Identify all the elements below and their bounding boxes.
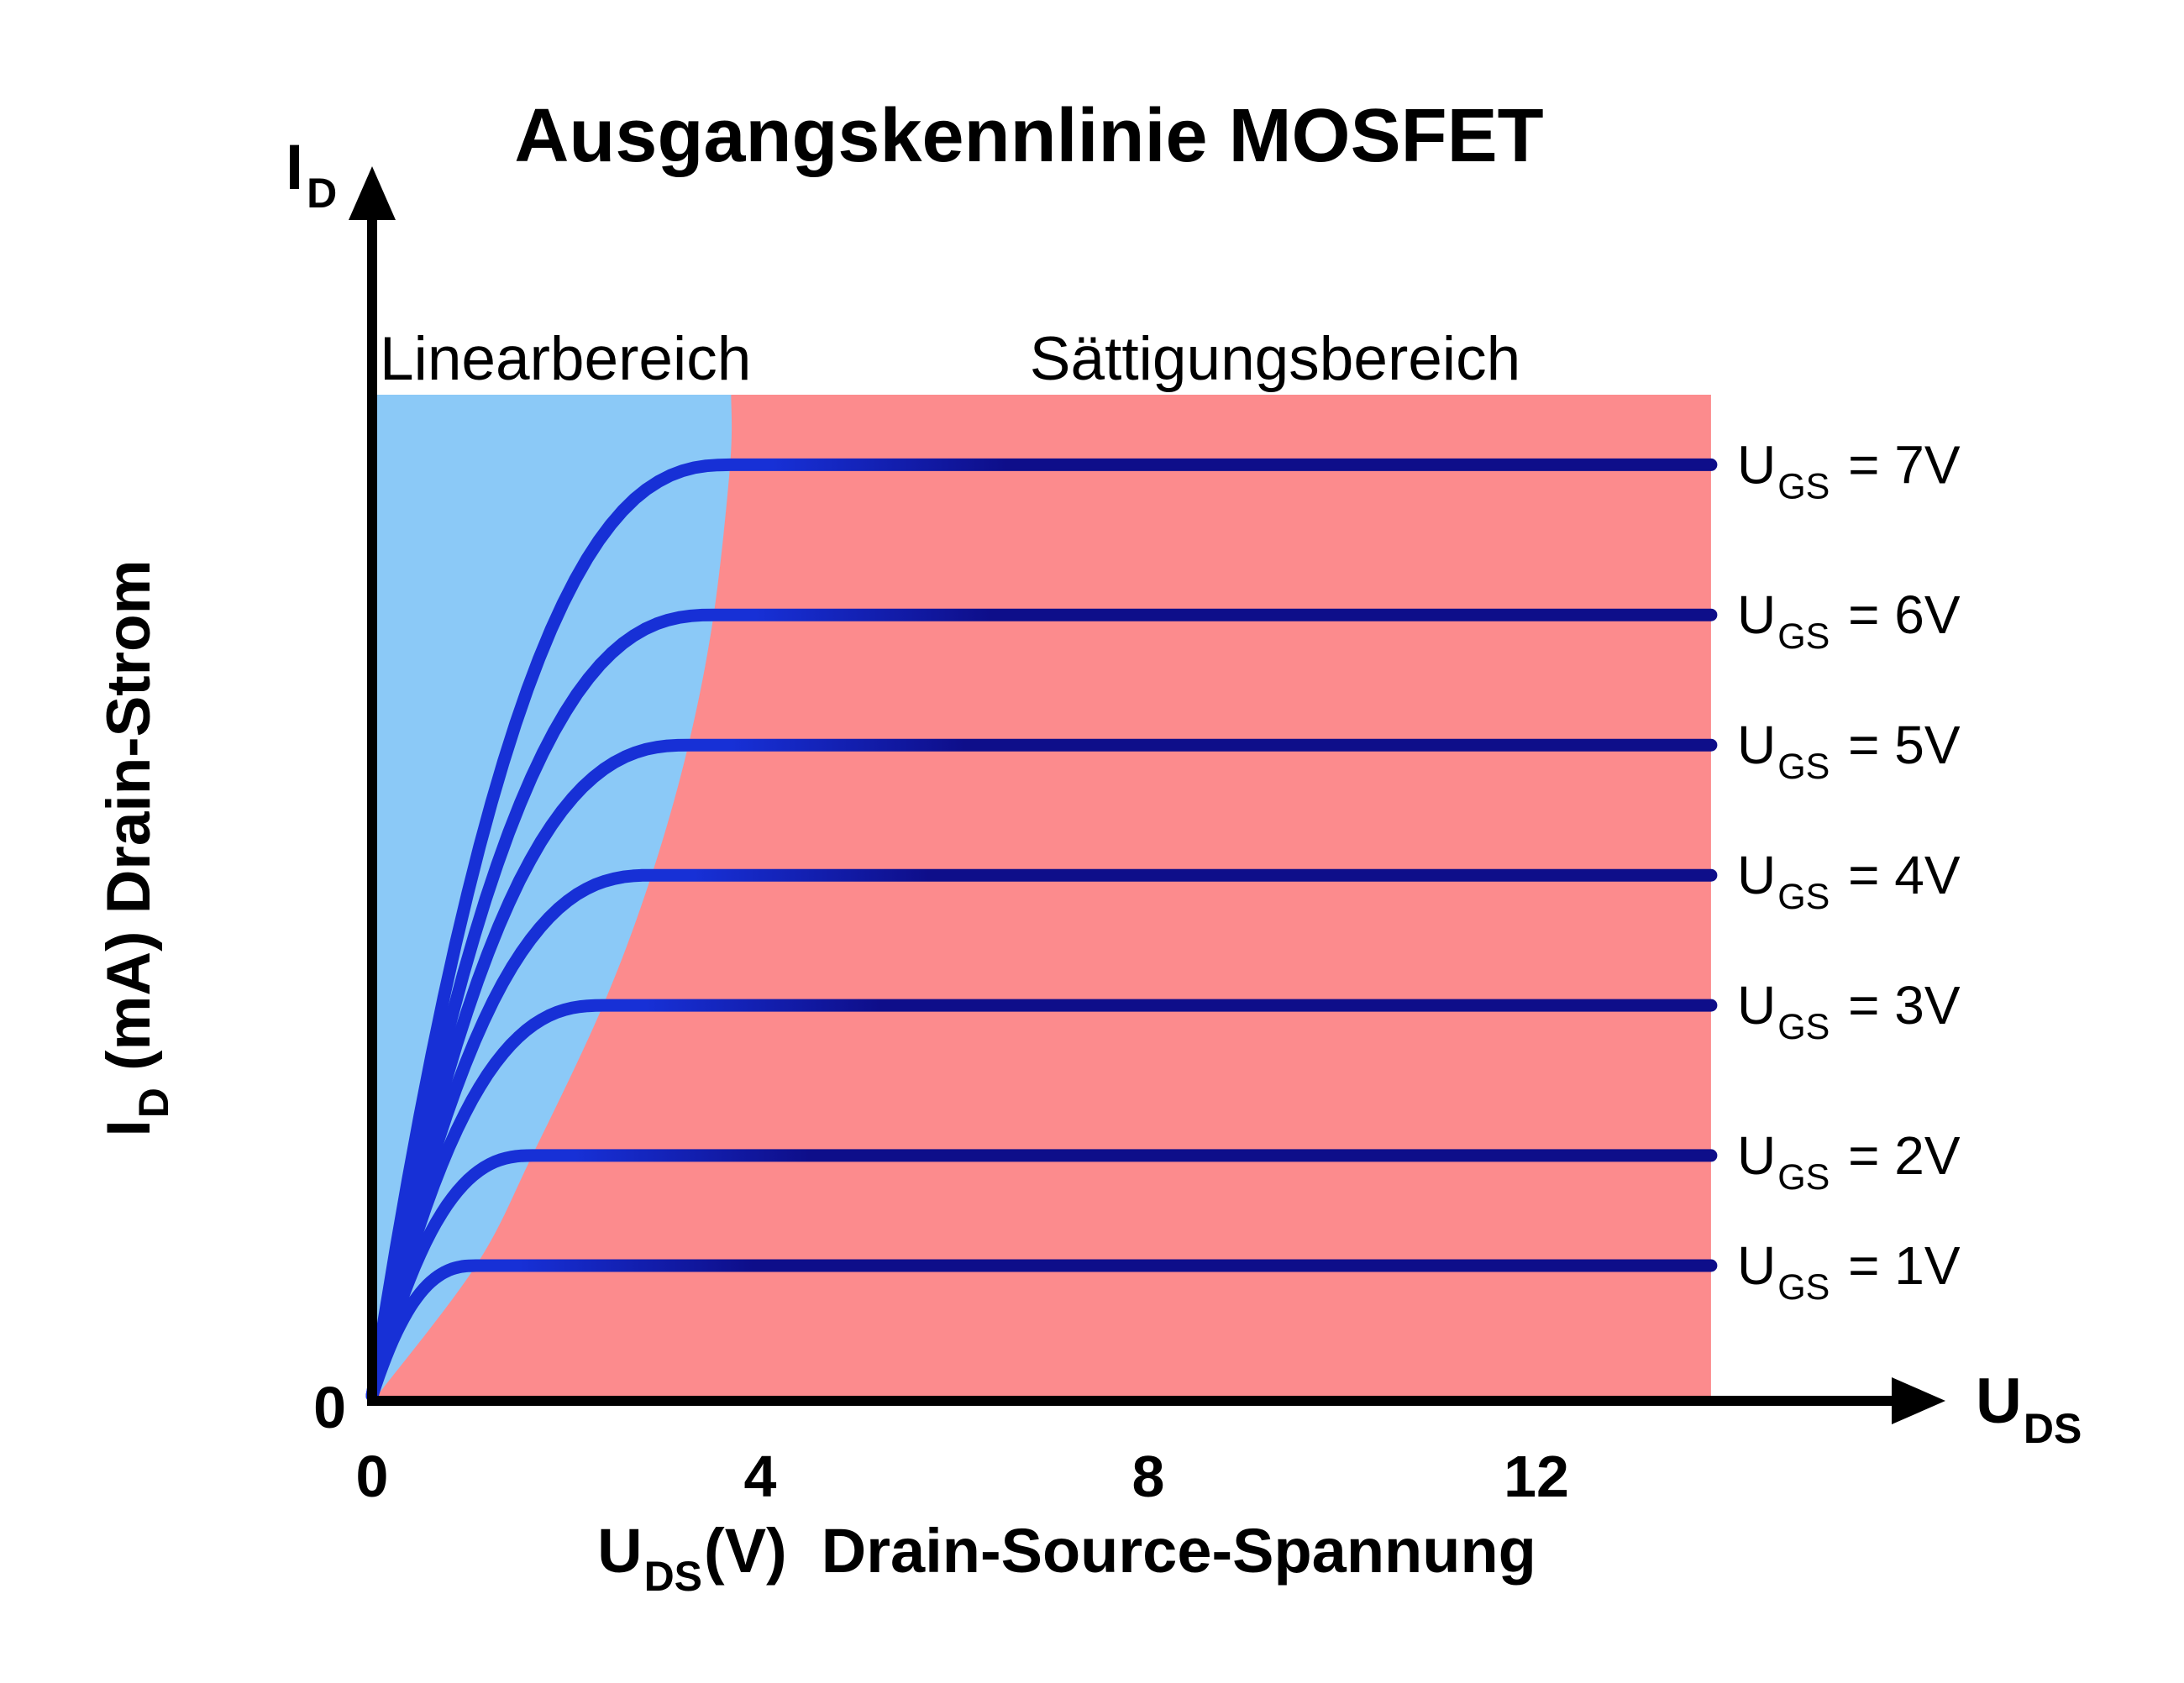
- y-origin-label: 0: [313, 1375, 346, 1440]
- x-tick-labels: 0 4 8 12: [356, 1444, 1569, 1509]
- y-axis-title-main: I: [95, 1119, 163, 1136]
- curve-label-main: U: [1737, 845, 1776, 905]
- curve-ugs-7v: [365, 458, 1718, 1402]
- curve-label-main: U: [1737, 1125, 1776, 1186]
- curve-label-sub: GS: [1777, 747, 1830, 787]
- y-axis-arrowhead: [349, 166, 396, 220]
- x-axis-title: UDS(V) Drain-Source-Spannung: [597, 1516, 1536, 1600]
- x-axis-title-sub: DS: [644, 1553, 702, 1600]
- x-axis-title-rest: (V) Drain-Source-Spannung: [704, 1516, 1536, 1586]
- curve-ugs-1v: [365, 1259, 1718, 1402]
- curve-label-sub: GS: [1777, 466, 1830, 506]
- curve-label-ugs-2v: UGS = 2V: [1737, 1125, 1961, 1198]
- x-axis-line: [367, 1396, 1897, 1406]
- curve-ugs-2v: [365, 1149, 1718, 1402]
- y-axis-line: [367, 210, 377, 1406]
- curve-ugs-3v: [365, 999, 1718, 1402]
- linear-region-label: Linearbereich: [380, 325, 751, 393]
- curve-label-ugs-7v: UGS = 7V: [1737, 434, 1961, 506]
- curve-label-sub: GS: [1777, 1157, 1830, 1198]
- curve-label-value: = 2V: [1833, 1125, 1961, 1186]
- y-axis-title: ID (mA) Drain-Strom: [95, 559, 177, 1136]
- curve-label-ugs-6v: UGS = 6V: [1737, 585, 1961, 657]
- curve-label-ugs-4v: UGS = 4V: [1737, 845, 1961, 917]
- curve-label-value: = 5V: [1833, 715, 1961, 775]
- curve-label-main: U: [1737, 975, 1776, 1035]
- y-axis-symbol: ID: [286, 132, 337, 217]
- linear-region-fill: [372, 395, 732, 1396]
- x-axis-symbol: UDS: [1976, 1366, 2082, 1452]
- curve-label-value: = 4V: [1833, 845, 1961, 905]
- curve-ugs-6v: [365, 608, 1718, 1402]
- curve-label-main: U: [1737, 715, 1776, 775]
- curve-label-value: = 1V: [1833, 1235, 1961, 1296]
- y-axis-title-rest: (mA) Drain-Strom: [95, 559, 163, 1088]
- curve-label-sub: GS: [1777, 1007, 1830, 1047]
- x-tick-0: 0: [356, 1444, 389, 1509]
- y-axis-symbol-main: I: [286, 132, 303, 203]
- curve-label-sub: GS: [1777, 616, 1830, 657]
- curve-ugs-5v: [365, 738, 1718, 1402]
- curve-label-ugs-5v: UGS = 5V: [1737, 715, 1961, 787]
- curve-ugs-4v: [365, 868, 1718, 1402]
- curve-label-value: = 3V: [1833, 975, 1961, 1035]
- curve-label-value: = 7V: [1833, 434, 1961, 495]
- x-axis-title-main: U: [597, 1516, 642, 1586]
- curve-label-value: = 6V: [1833, 585, 1961, 645]
- y-axis-symbol-sub: D: [307, 170, 337, 217]
- chart-regions: [372, 395, 1711, 1396]
- x-axis-symbol-sub: DS: [2024, 1405, 2082, 1452]
- x-axis-arrowhead: [1892, 1377, 1945, 1424]
- curve-label-main: U: [1737, 434, 1776, 495]
- curve-label-main: U: [1737, 585, 1776, 645]
- curve-label-ugs-3v: UGS = 3V: [1737, 975, 1961, 1047]
- curve-label-main: U: [1737, 1235, 1776, 1296]
- y-axis-title-sub: D: [130, 1088, 177, 1118]
- chart-title: Ausgangskennlinie MOSFET: [514, 94, 1543, 178]
- axes: [349, 166, 1945, 1424]
- curve-label-ugs-1v: UGS = 1V: [1737, 1235, 1961, 1308]
- x-axis-symbol-main: U: [1976, 1366, 2022, 1437]
- curve-label-sub: GS: [1777, 877, 1830, 917]
- x-tick-12: 12: [1504, 1444, 1569, 1509]
- x-tick-4: 4: [744, 1444, 777, 1509]
- x-tick-8: 8: [1132, 1444, 1165, 1509]
- curve-family: [365, 458, 1718, 1402]
- curve-label-sub: GS: [1777, 1267, 1830, 1308]
- saturation-region-label: Sättigungsbereich: [1030, 325, 1520, 393]
